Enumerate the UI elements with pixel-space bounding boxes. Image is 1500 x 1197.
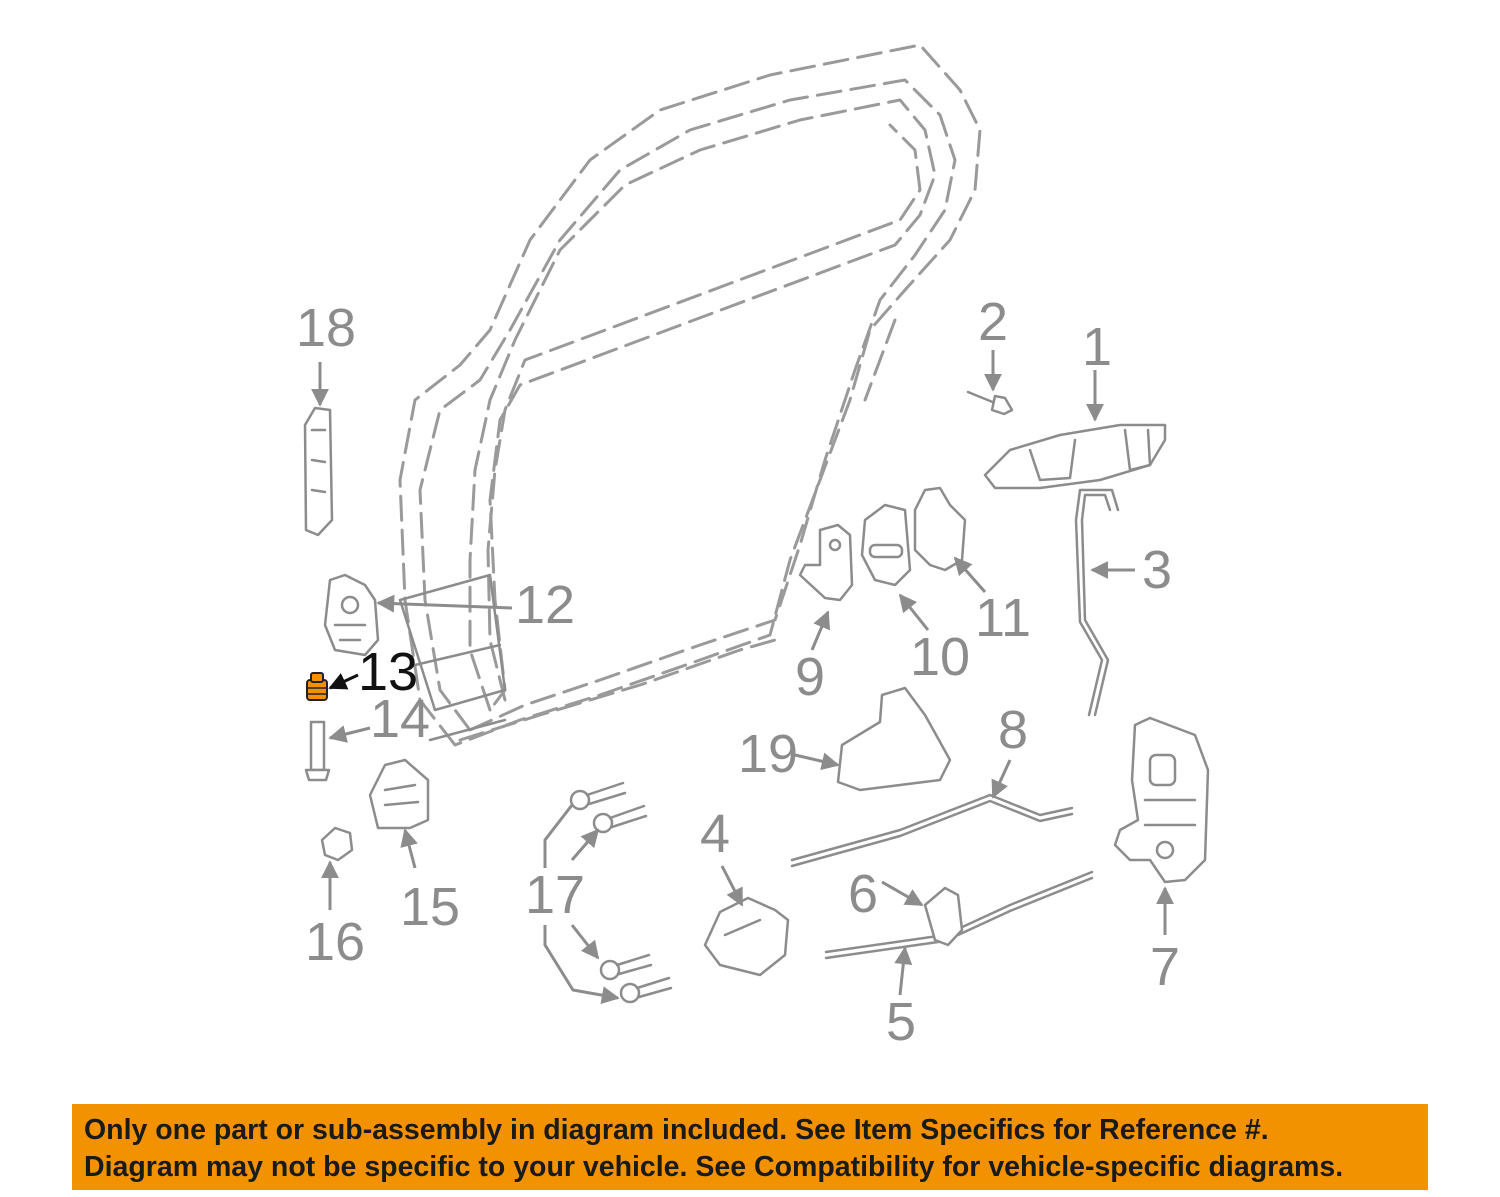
part-14-pin	[304, 720, 331, 782]
door-hinge-reinforcement	[398, 573, 507, 742]
part-5-rod	[824, 870, 1094, 960]
part-19-insulator	[836, 686, 952, 792]
callout-18: 18	[296, 298, 356, 358]
callout-14: 14	[370, 689, 430, 749]
part-12-lock-assembly	[323, 573, 380, 657]
part-17-bolts	[569, 781, 673, 1004]
callout-8: 8	[998, 700, 1028, 760]
part-11-hinge	[913, 486, 967, 572]
notice-line-2: Diagram may not be specific to your vehi…	[84, 1151, 1344, 1183]
part-10-hinge	[860, 503, 912, 587]
door-outline	[398, 43, 982, 747]
part-16-cap	[320, 826, 354, 862]
callout-labels: 1 2 3 4 5 6 7 8 9 10 11 12 13 14 15 16 1…	[296, 292, 1180, 1052]
door-parts-diagram: 1 2 3 4 5 6 7 8 9 10 11 12 13 14 15 16 1…	[296, 43, 1210, 1052]
part-6-clip	[923, 886, 964, 947]
part-13-striker-bolt	[306, 672, 328, 701]
callout-12: 12	[515, 575, 575, 635]
part-7-latch	[1113, 716, 1210, 884]
callout-11: 11	[975, 588, 1031, 648]
callout-15: 15	[400, 877, 460, 937]
callout-4: 4	[700, 804, 730, 864]
part-9-hinge	[798, 523, 854, 602]
part-2-screw	[966, 390, 1014, 416]
callout-16: 16	[305, 912, 365, 972]
callout-7: 7	[1150, 937, 1180, 997]
callout-13: 13	[358, 642, 418, 702]
callout-2: 2	[978, 292, 1008, 352]
part-15-bracket	[368, 758, 430, 830]
callout-10: 10	[910, 627, 970, 687]
part-18-weatherstrip	[303, 406, 334, 537]
leader-lines	[311, 350, 1174, 1005]
notice-banner: Only one part or sub-assembly in diagram…	[72, 1104, 1428, 1190]
part-3-rod	[1074, 488, 1120, 717]
callout-6: 6	[848, 864, 878, 924]
part-1-outside-handle	[983, 423, 1167, 490]
callout-19: 19	[738, 724, 798, 784]
notice-line-1: Only one part or sub-assembly in diagram…	[84, 1114, 1269, 1146]
callout-17: 17	[525, 865, 585, 925]
callout-3: 3	[1142, 540, 1172, 600]
callout-5: 5	[886, 992, 916, 1052]
callout-1: 1	[1082, 317, 1112, 377]
callout-9: 9	[795, 647, 825, 707]
part-8-cable	[790, 793, 1074, 868]
part-4-inside-handle	[703, 896, 790, 977]
